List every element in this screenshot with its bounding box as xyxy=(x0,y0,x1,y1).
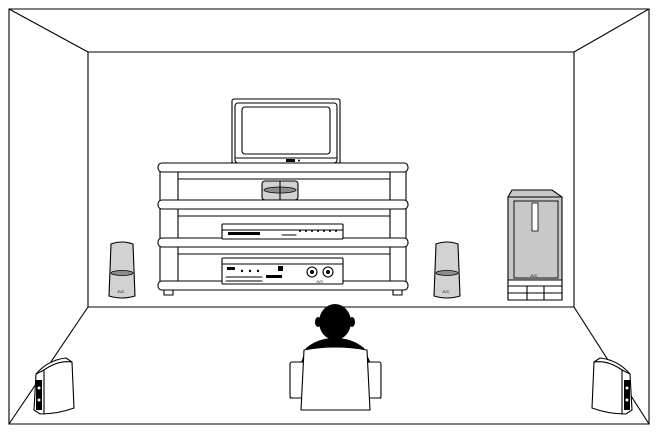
subwoofer-icon: JVC xyxy=(507,189,563,301)
center-speaker-icon xyxy=(261,180,299,201)
television-icon xyxy=(231,98,341,170)
surround-left-speaker-icon xyxy=(33,357,75,415)
receiver-brand-label: JVC xyxy=(316,279,324,284)
front-right-speaker-icon: JVC xyxy=(433,241,461,299)
front-left-brand-label: JVC xyxy=(117,289,125,294)
front-left-speaker-icon: JVC xyxy=(108,241,136,299)
subwoofer-brand-label: JVC xyxy=(530,273,538,278)
surround-right-speaker-icon xyxy=(591,357,633,415)
dvd-player-icon xyxy=(221,223,344,240)
armchair-icon xyxy=(289,346,382,411)
av-receiver-icon: JVC xyxy=(221,257,344,285)
front-right-brand-label: JVC xyxy=(442,289,450,294)
